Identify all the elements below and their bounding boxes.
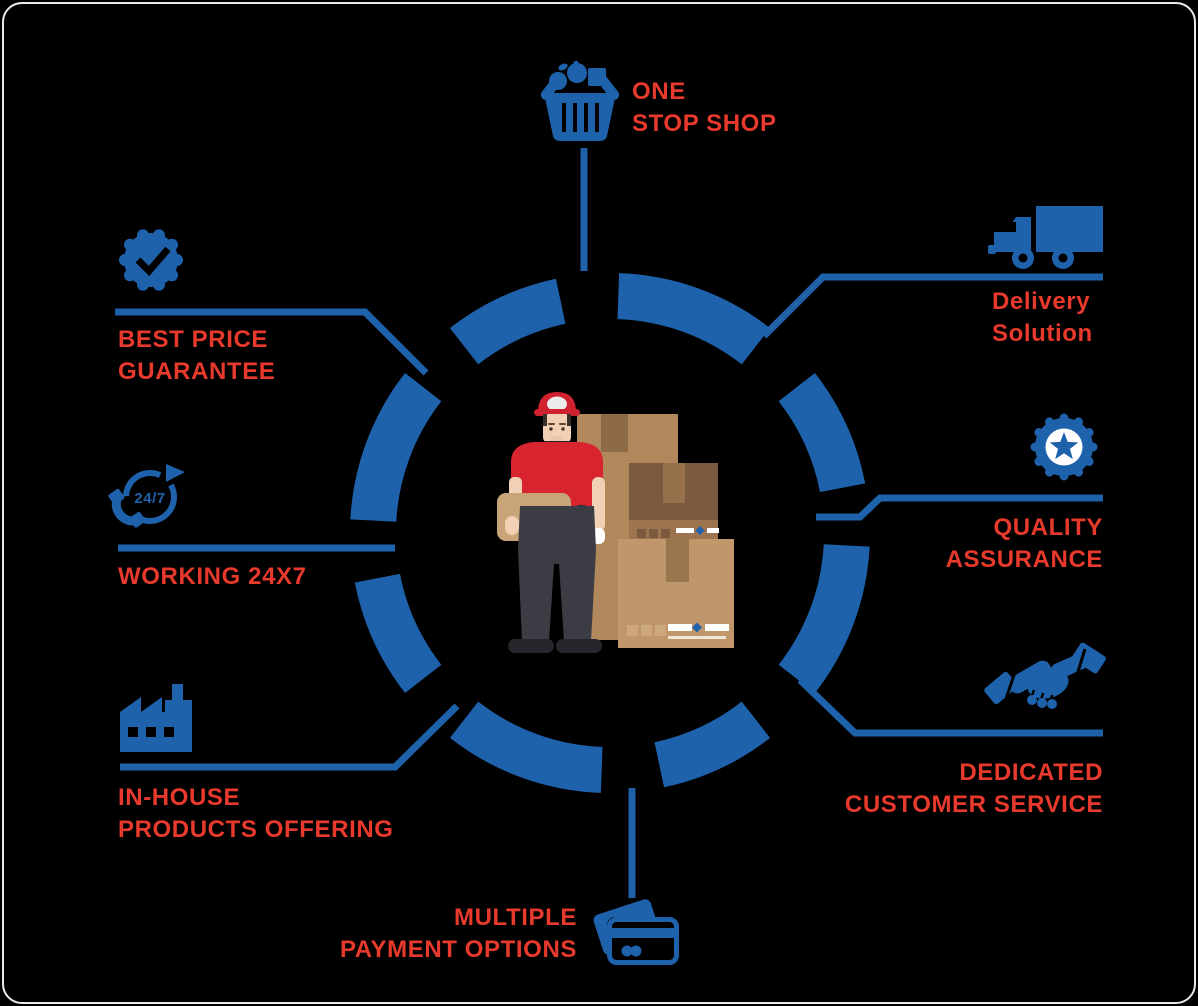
label-line: QUALITY	[993, 514, 1103, 541]
label-working-24x7: WORKING 24X7	[118, 561, 307, 593]
phone-24-7-icon: 24/7	[108, 464, 185, 528]
connector-in-house-products-offering	[120, 703, 460, 771]
label-line: BEST PRICE	[118, 326, 269, 353]
label-one-stop-shop: ONE STOP SHOP	[632, 76, 777, 140]
label-line: PRODUCTS OFFERING	[118, 816, 394, 843]
label-line: WORKING 24X7	[118, 563, 307, 590]
label-line: ASSURANCE	[945, 546, 1103, 573]
label-line: Solution	[992, 320, 1093, 347]
label-dedicated-customer-service: DEDICATED CUSTOMER SERVICE	[845, 757, 1103, 821]
connector-quality-assurance	[816, 494, 1103, 521]
ring-segment	[654, 701, 771, 788]
label-line: Delivery	[992, 288, 1091, 315]
phone-24-7-icon-text: 24/7	[134, 490, 165, 507]
credit-cards-icon	[593, 899, 679, 965]
label-in-house-products-offering: IN-HOUSE PRODUCTS OFFERING	[118, 782, 394, 846]
star-badge-icon	[1030, 413, 1098, 481]
shopping-basket-icon	[540, 60, 620, 141]
label-best-price-guarantee: BEST PRICE GUARANTEE	[118, 324, 275, 388]
delivery-person-illustration	[497, 392, 605, 653]
ring-segment	[350, 372, 442, 523]
delivery-truck-icon	[988, 206, 1103, 269]
ring-segment	[449, 278, 566, 365]
label-quality-assurance: QUALITY ASSURANCE	[946, 512, 1103, 576]
label-line: DEDICATED	[959, 759, 1103, 786]
connectors	[115, 148, 1103, 898]
label-line: ONE	[632, 78, 686, 105]
handshake-icon	[984, 642, 1106, 709]
ring-segment	[449, 701, 603, 793]
check-rosette-icon	[119, 229, 183, 291]
ring-segment	[354, 573, 442, 694]
label-multiple-payment-options: MULTIPLE PAYMENT OPTIONS	[340, 902, 577, 966]
label-line: GUARANTEE	[118, 358, 276, 385]
label-line: STOP SHOP	[632, 110, 777, 137]
label-line: IN-HOUSE	[118, 784, 241, 811]
label-line: CUSTOMER SERVICE	[844, 791, 1103, 818]
label-line: PAYMENT OPTIONS	[339, 936, 577, 963]
ring-segment	[778, 543, 870, 694]
factory-icon	[120, 684, 192, 752]
segmented-ring	[350, 273, 870, 793]
connector-delivery-solution	[761, 273, 1103, 339]
label-delivery-solution: Delivery Solution	[992, 286, 1093, 350]
label-line: MULTIPLE	[453, 904, 577, 931]
ring-segment	[617, 273, 771, 365]
connector-best-price-guarantee	[115, 308, 429, 376]
connector-dedicated-customer-service	[797, 677, 1103, 737]
ring-segment	[778, 372, 866, 493]
